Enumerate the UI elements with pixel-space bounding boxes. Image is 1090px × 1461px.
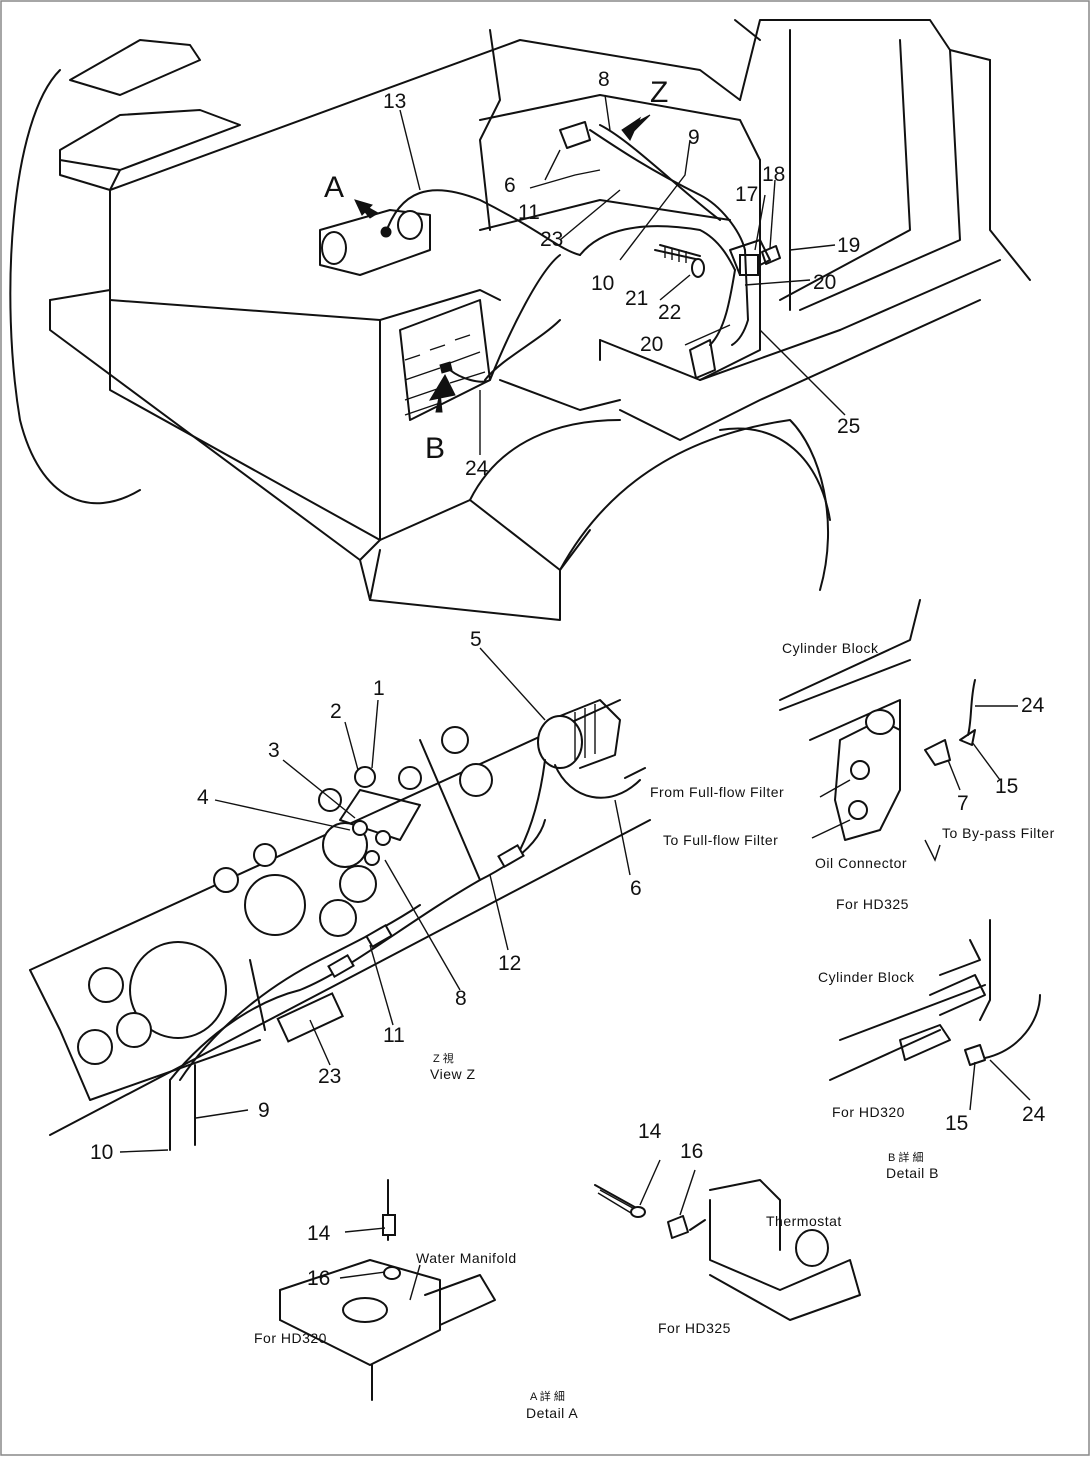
- label-thermostat: Thermostat: [766, 1213, 842, 1229]
- label-detail-a: Detail A: [526, 1405, 578, 1421]
- label-cylinder-block-1: Cylinder Block: [782, 640, 879, 656]
- label-for-hd320-1: For HD320: [832, 1104, 905, 1120]
- detail-b-hd325: [779, 599, 1018, 862]
- callout-22: 22: [658, 301, 681, 324]
- callout-numbers: 13 8 9 6 11 23 17 18 19 10 21 22 20 20 2…: [90, 68, 1046, 1290]
- label-view-z: View Z: [430, 1066, 476, 1082]
- label-cylinder-block-2: Cylinder Block: [818, 969, 915, 985]
- callout-16-a: 16: [307, 1267, 330, 1290]
- callout-15-a: 15: [995, 775, 1018, 798]
- detail-a-hd325: [594, 1159, 861, 1321]
- callout-24-top: 24: [465, 457, 489, 480]
- callout-14-a: 14: [307, 1222, 331, 1245]
- marker-z: Z: [650, 76, 668, 109]
- callout-5: 5: [470, 628, 482, 651]
- callout-19: 19: [837, 234, 860, 257]
- detail-a-hd320: [279, 1179, 496, 1401]
- text-labels: Cylinder Block From Full-flow Filter To …: [254, 640, 1055, 1421]
- callout-8-panel: 8: [455, 987, 467, 1010]
- callout-21: 21: [625, 287, 648, 310]
- callout-10-panel: 10: [90, 1141, 113, 1164]
- callout-3: 3: [268, 739, 280, 762]
- marker-a: A: [324, 171, 344, 204]
- machine-body: [9, 19, 1031, 621]
- label-oil-connector: Oil Connector: [815, 855, 907, 871]
- callout-24-hd325: 24: [1021, 694, 1045, 717]
- callout-7: 7: [957, 792, 969, 815]
- callout-23-panel: 23: [318, 1065, 341, 1088]
- label-view-z-cjk: Z 視: [433, 1051, 454, 1065]
- label-water-manifold: Water Manifold: [416, 1250, 517, 1266]
- callout-24-hd320: 24: [1022, 1103, 1046, 1126]
- label-detail-a-cjk: A 詳 細: [530, 1389, 565, 1403]
- callout-10-top: 10: [591, 272, 614, 295]
- callout-13: 13: [383, 90, 406, 113]
- callout-17: 17: [735, 183, 758, 206]
- callout-1: 1: [373, 677, 385, 700]
- callout-2: 2: [330, 700, 342, 723]
- panel-leader-lines: [119, 647, 631, 1153]
- label-to-full-flow: To Full-flow Filter: [663, 832, 778, 848]
- top-leader-lines: [399, 94, 846, 455]
- label-for-hd320-2: For HD320: [254, 1330, 327, 1346]
- callout-25: 25: [837, 415, 860, 438]
- callout-9-top: 9: [688, 126, 700, 149]
- detail-b-hd320: [829, 919, 1041, 1111]
- label-detail-b-cjk: B 詳 細: [888, 1150, 923, 1164]
- callout-18: 18: [762, 163, 785, 186]
- callout-15-b: 15: [945, 1112, 968, 1135]
- callout-6-top: 6: [504, 174, 516, 197]
- marker-b: B: [425, 432, 445, 465]
- label-to-bypass: To By-pass Filter: [942, 825, 1055, 841]
- callout-14-b: 14: [638, 1120, 662, 1143]
- label-from-full-flow: From Full-flow Filter: [650, 784, 784, 800]
- callout-20-a: 20: [813, 271, 836, 294]
- callout-9-panel: 9: [258, 1099, 270, 1122]
- callout-4: 4: [197, 786, 209, 809]
- callout-11-top: 11: [518, 201, 540, 224]
- callout-23-top: 23: [540, 228, 563, 251]
- callout-12: 12: [498, 952, 521, 975]
- label-for-hd325-1: For HD325: [836, 896, 909, 912]
- callout-20-b: 20: [640, 333, 663, 356]
- gauge-panel: [29, 699, 651, 1151]
- label-detail-b: Detail B: [886, 1165, 939, 1181]
- callout-6-gauge: 6: [630, 877, 642, 900]
- callout-8-top: 8: [598, 68, 610, 91]
- callout-11-panel: 11: [383, 1024, 405, 1047]
- callout-16-b: 16: [680, 1140, 703, 1163]
- label-for-hd325-2: For HD325: [658, 1320, 731, 1336]
- view-markers: A B Z: [324, 76, 668, 465]
